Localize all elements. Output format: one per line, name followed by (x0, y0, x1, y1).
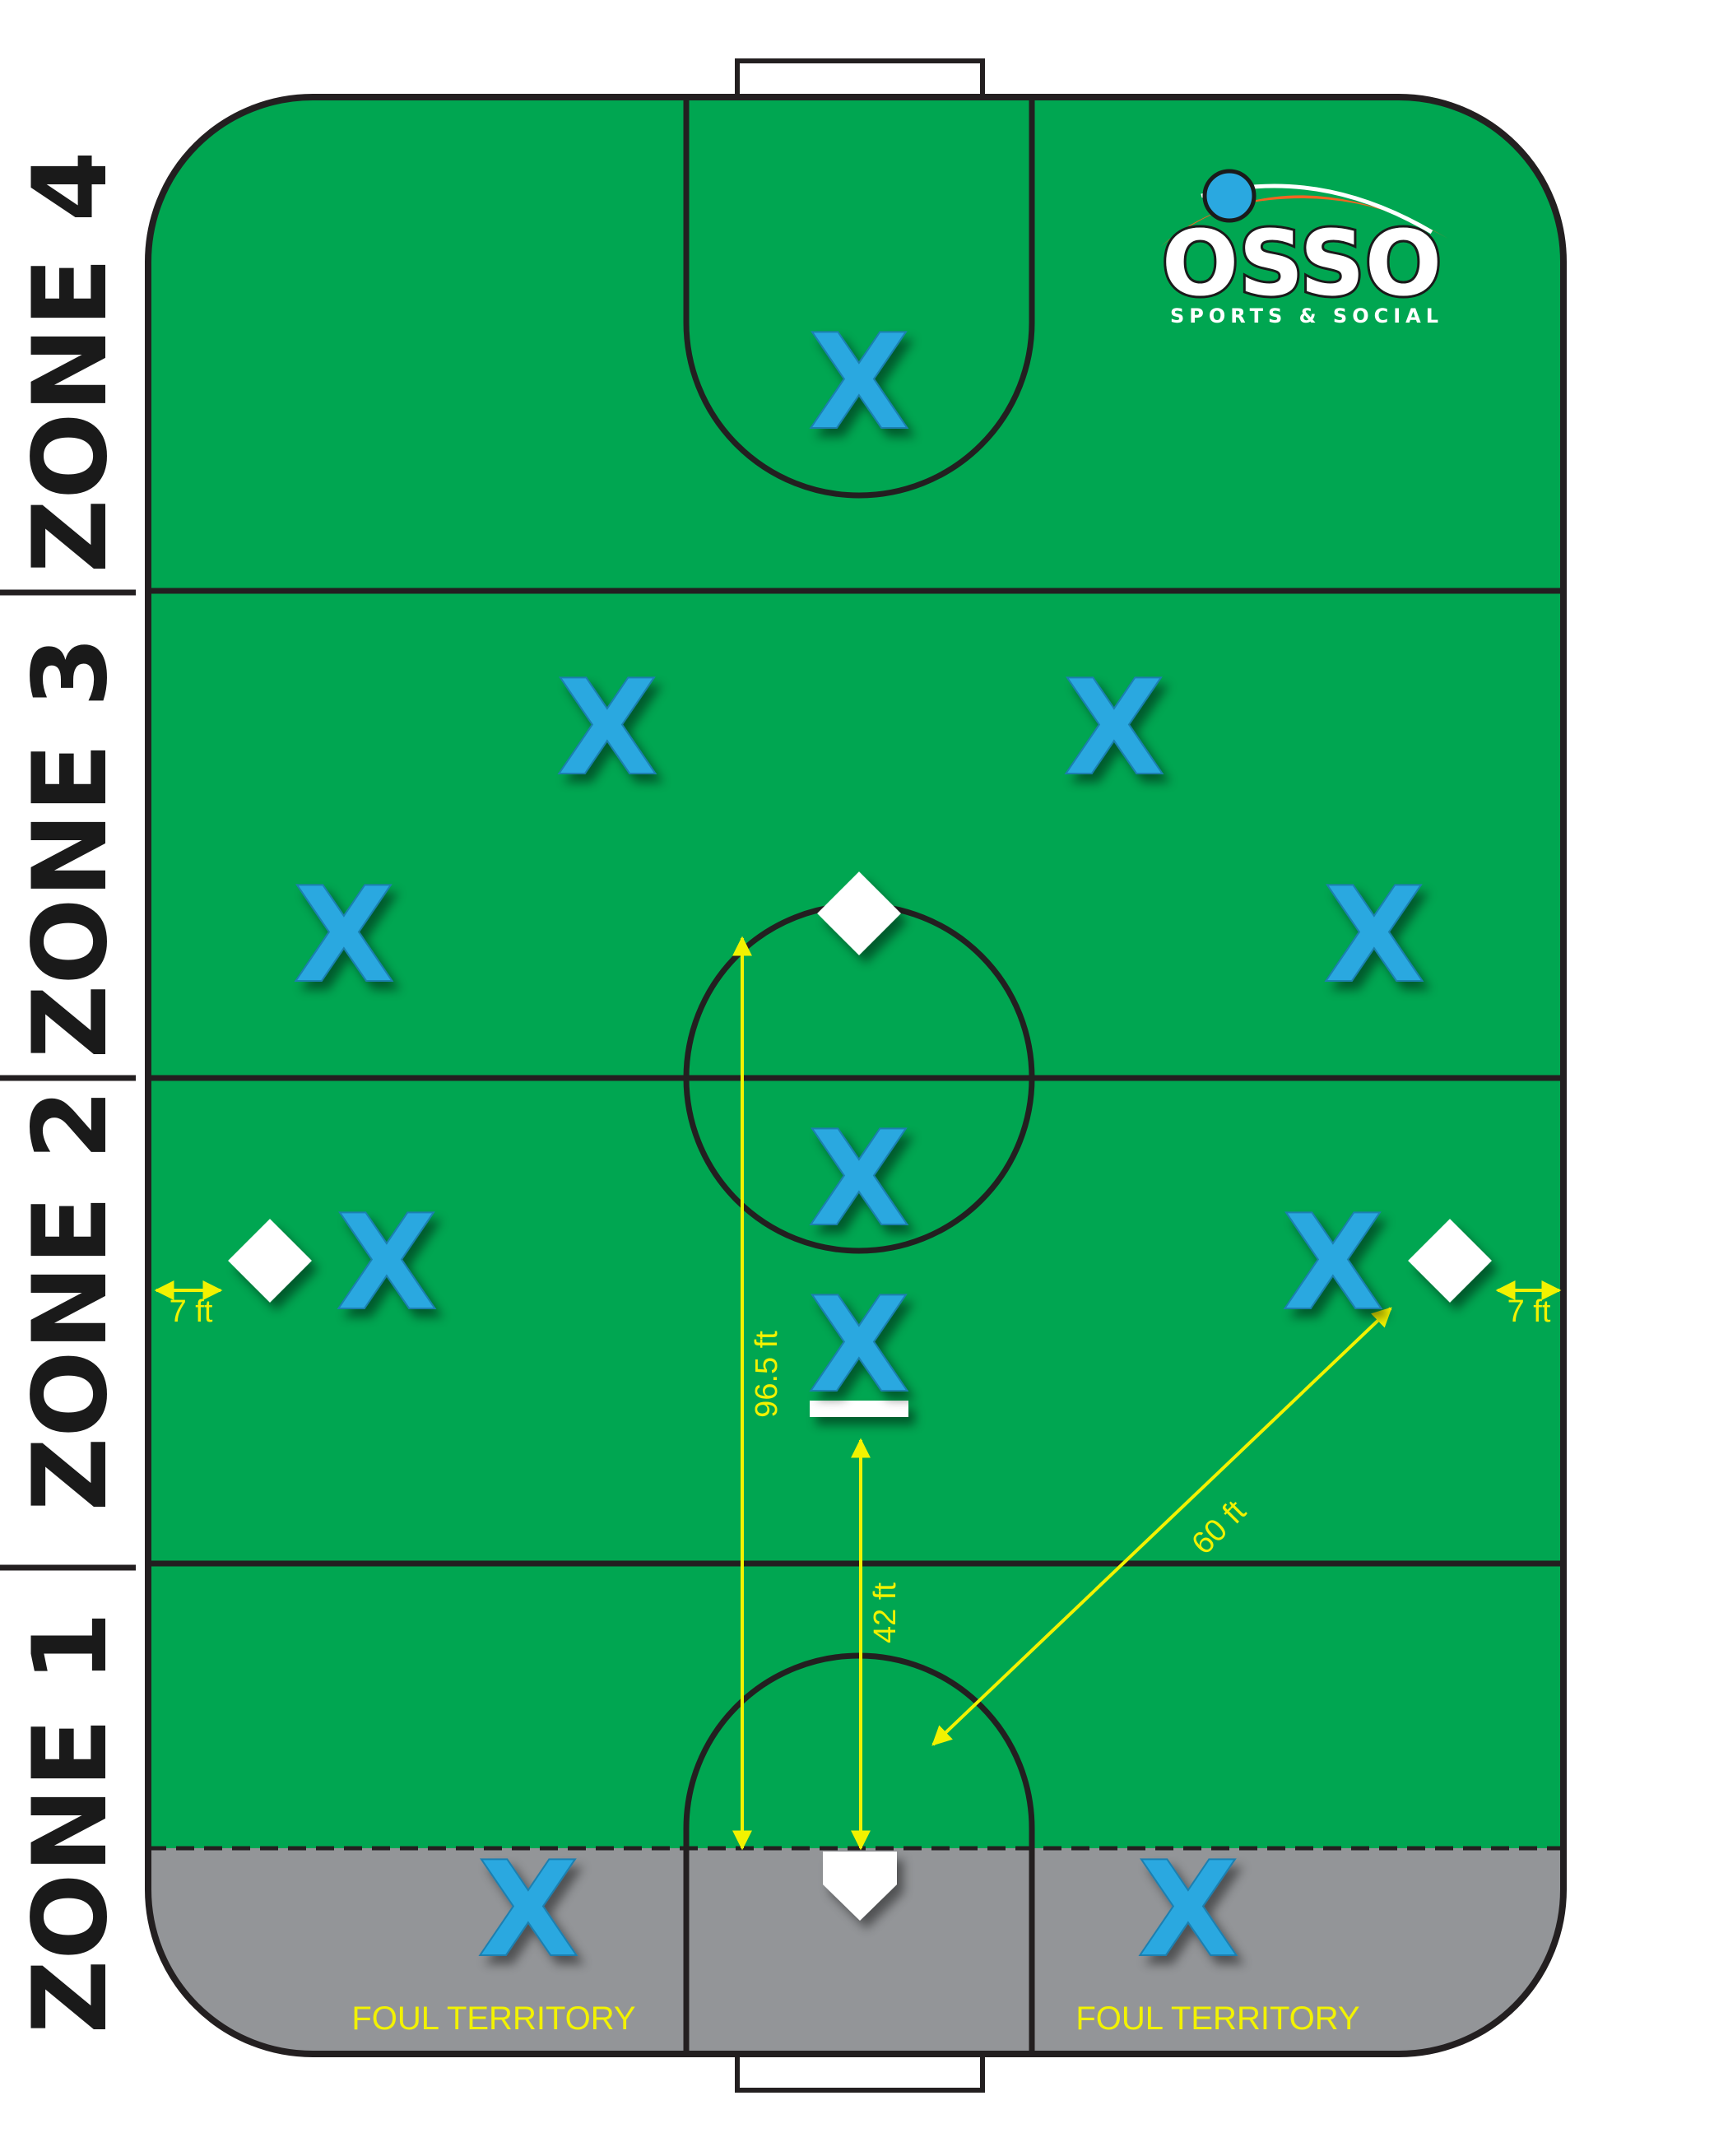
first-base (1408, 1219, 1492, 1303)
second-base (817, 871, 901, 955)
logo-wordmark: OSSO (1162, 211, 1442, 316)
measure-left-7-label: 7 ft (170, 1294, 213, 1329)
player-marker-right-center-field: X (1063, 651, 1164, 805)
zone-4-label: ZONE 4 (12, 151, 130, 573)
zone-1-label: ZONE 1 (12, 1611, 130, 2033)
bases (228, 871, 1492, 1921)
pitching-rubber (810, 1401, 908, 1417)
zone-3-label: ZONE 3 (12, 636, 130, 1058)
player-marker-right-field: X (1323, 858, 1424, 1012)
player-marker-foul-left: X (477, 1833, 578, 1986)
measure-right-7-label: 7 ft (1507, 1294, 1551, 1329)
foul-territory-right-label: FOUL TERRITORY (1075, 2000, 1359, 2037)
top-arc (683, 97, 1035, 499)
player-marker-left-center-field: X (556, 651, 657, 805)
logo-ball-icon (1202, 169, 1257, 223)
zone-labels: ZONE 4 ZONE 3 ZONE 2 ZONE 1 (0, 151, 136, 2034)
foul-territory-left-label: FOUL TERRITORY (351, 2000, 635, 2037)
player-marker-left-field: X (293, 858, 394, 1012)
player-marker-shortstop: X (808, 1102, 909, 1256)
measure-96-5-label: 96.5 ft (750, 1331, 784, 1418)
player-marker-foul-right: X (1137, 1833, 1238, 1986)
field-border (145, 94, 1567, 2057)
home-plate (823, 1852, 897, 1921)
player-marker-goalie: X (808, 305, 909, 459)
logo-tagline: SPORTS & SOCIAL (1170, 304, 1443, 328)
player-marker-third-base: X (336, 1186, 437, 1340)
measurements (154, 936, 1562, 1851)
player-marker-first-base: X (1282, 1186, 1383, 1340)
third-base (228, 1219, 312, 1303)
measure-60-line (931, 1307, 1392, 1746)
osso-logo: OSSO SPORTS & SOCIAL (1159, 169, 1448, 328)
players: X X X X X X X X X X X (292, 304, 1425, 1987)
player-marker-pitcher: X (808, 1268, 909, 1422)
zone-2-label: ZONE 2 (12, 1089, 130, 1511)
measure-42-label: 42 ft (868, 1582, 903, 1643)
